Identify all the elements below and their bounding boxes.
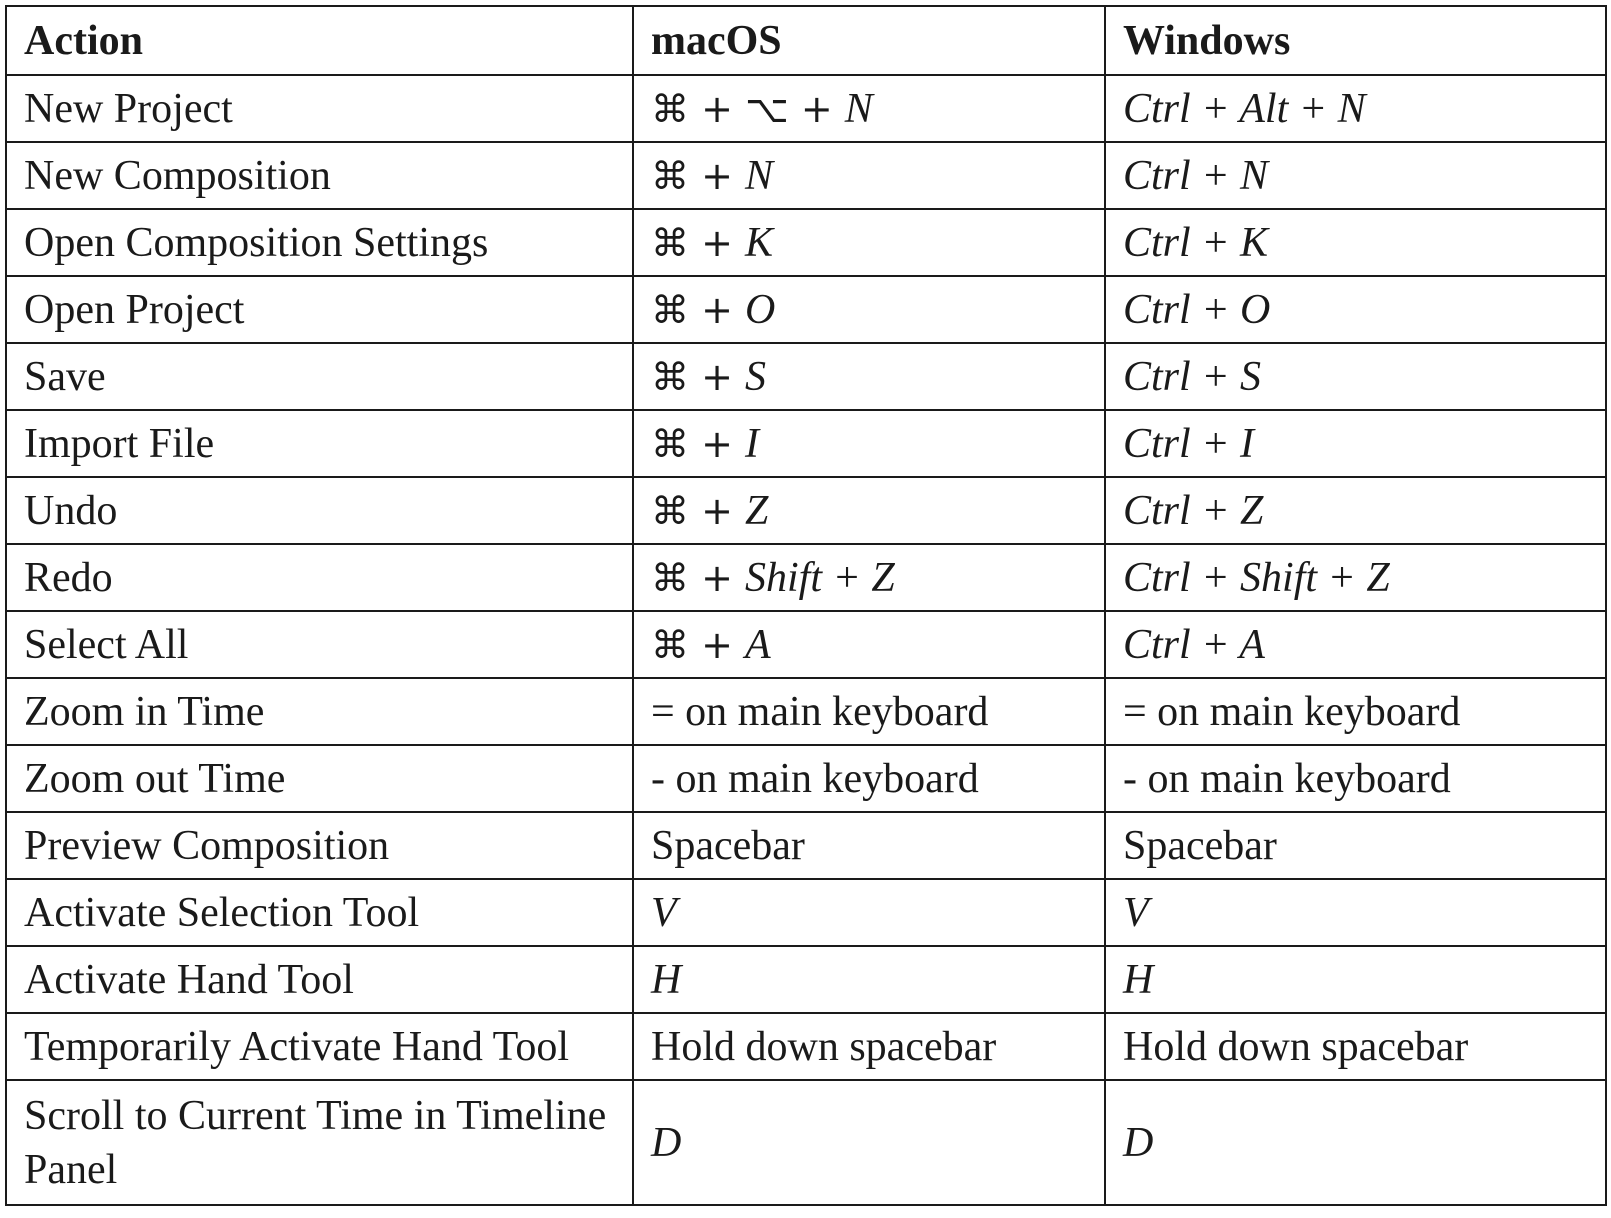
mac-shortcut-cell: ⌘ + I xyxy=(632,409,1106,478)
windows-shortcut-cell: - on main keyboard xyxy=(1104,744,1607,813)
header-macos: macOS xyxy=(632,5,1106,76)
action-cell: Scroll to Current Time in Timeline Panel xyxy=(5,1079,634,1206)
windows-shortcut-cell: Ctrl + Alt + N xyxy=(1104,74,1607,143)
mac-key: S xyxy=(745,353,766,400)
mac-key: K xyxy=(745,219,774,266)
windows-shortcut-cell: Ctrl + A xyxy=(1104,610,1607,679)
mac-shortcut-cell: ⌘ + A xyxy=(632,610,1106,679)
table-row: Zoom out Time - on main keyboard - on ma… xyxy=(5,744,1607,813)
action-cell: Save xyxy=(5,342,634,411)
header-action: Action xyxy=(5,5,634,76)
header-row: Action macOS Windows xyxy=(5,5,1607,76)
mac-shortcut-cell: Spacebar xyxy=(632,811,1106,880)
windows-shortcut-cell: Ctrl + K xyxy=(1104,208,1607,277)
mac-shortcut-cell: ⌘ + ⌥ + N xyxy=(632,74,1106,143)
mac-modifier-keys: ⌘ + xyxy=(651,220,745,265)
header-windows: Windows xyxy=(1104,5,1607,76)
mac-key: Shift + Z xyxy=(745,554,895,601)
table-row: Open Project ⌘ + O Ctrl + O xyxy=(5,275,1607,344)
action-cell: Import File xyxy=(5,409,634,478)
table-row: Redo ⌘ + Shift + Z Ctrl + Shift + Z xyxy=(5,543,1607,612)
action-cell: Temporarily Activate Hand Tool xyxy=(5,1012,634,1081)
mac-modifier-keys: ⌘ + xyxy=(651,354,745,399)
mac-key: N xyxy=(844,85,873,132)
table-row: New Composition ⌘ + N Ctrl + N xyxy=(5,141,1607,210)
mac-modifier-keys: ⌘ + xyxy=(651,287,745,332)
mac-shortcut-cell: ⌘ + Shift + Z xyxy=(632,543,1106,612)
windows-shortcut-cell: D xyxy=(1104,1079,1607,1206)
mac-modifier-keys: ⌘ + xyxy=(651,555,745,600)
mac-shortcut-cell: ⌘ + O xyxy=(632,275,1106,344)
table-row: Open Composition Settings ⌘ + K Ctrl + K xyxy=(5,208,1607,277)
mac-key: O xyxy=(745,286,776,333)
windows-shortcut-cell: Spacebar xyxy=(1104,811,1607,880)
windows-shortcut-cell: Ctrl + Z xyxy=(1104,476,1607,545)
action-cell: New Composition xyxy=(5,141,634,210)
mac-modifier-keys: ⌘ + xyxy=(651,622,745,667)
table-row: Select All ⌘ + A Ctrl + A xyxy=(5,610,1607,679)
windows-shortcut-cell: V xyxy=(1104,878,1607,947)
action-cell: Zoom out Time xyxy=(5,744,634,813)
action-cell: Undo xyxy=(5,476,634,545)
action-cell: Activate Selection Tool xyxy=(5,878,634,947)
table-row: Save ⌘ + S Ctrl + S xyxy=(5,342,1607,411)
action-cell: Activate Hand Tool xyxy=(5,945,634,1014)
action-cell: Preview Composition xyxy=(5,811,634,880)
mac-shortcut-cell: - on main keyboard xyxy=(632,744,1106,813)
action-cell: Open Composition Settings xyxy=(5,208,634,277)
mac-shortcut-cell: ⌘ + S xyxy=(632,342,1106,411)
mac-modifier-keys: ⌘ + xyxy=(651,488,745,533)
mac-shortcut-cell: ⌘ + Z xyxy=(632,476,1106,545)
mac-key: A xyxy=(745,621,771,668)
mac-key: I xyxy=(745,420,759,467)
table-row: Temporarily Activate Hand Tool Hold down… xyxy=(5,1012,1607,1081)
windows-shortcut-cell: Ctrl + O xyxy=(1104,275,1607,344)
action-cell: Select All xyxy=(5,610,634,679)
mac-modifier-keys: ⌘ + ⌥ + xyxy=(651,86,845,131)
mac-key: Z xyxy=(745,487,769,534)
mac-modifier-keys: ⌘ + xyxy=(651,153,745,198)
mac-shortcut-cell: ⌘ + K xyxy=(632,208,1106,277)
mac-shortcut-cell: ⌘ + N xyxy=(632,141,1106,210)
table-row: Scroll to Current Time in Timeline Panel… xyxy=(5,1079,1607,1206)
mac-key: N xyxy=(745,152,774,199)
windows-shortcut-cell: Hold down spacebar xyxy=(1104,1012,1607,1081)
mac-shortcut-cell: Hold down spacebar xyxy=(632,1012,1106,1081)
windows-shortcut-cell: Ctrl + Shift + Z xyxy=(1104,543,1607,612)
action-cell: New Project xyxy=(5,74,634,143)
mac-shortcut-cell: V xyxy=(632,878,1106,947)
table-row: Preview Composition Spacebar Spacebar xyxy=(5,811,1607,880)
action-cell: Redo xyxy=(5,543,634,612)
action-cell: Zoom in Time xyxy=(5,677,634,746)
mac-modifier-keys: ⌘ + xyxy=(651,421,745,466)
table-row: New Project ⌘ + ⌥ + N Ctrl + Alt + N xyxy=(5,74,1607,143)
action-cell: Open Project xyxy=(5,275,634,344)
windows-shortcut-cell: Ctrl + I xyxy=(1104,409,1607,478)
windows-shortcut-cell: Ctrl + N xyxy=(1104,141,1607,210)
mac-shortcut-cell: H xyxy=(632,945,1106,1014)
table-row: Import File ⌘ + I Ctrl + I xyxy=(5,409,1607,478)
table-row: Activate Hand Tool H H xyxy=(5,945,1607,1014)
windows-shortcut-cell: = on main keyboard xyxy=(1104,677,1607,746)
mac-shortcut-cell: = on main keyboard xyxy=(632,677,1106,746)
shortcuts-table: Action macOS Windows New Project ⌘ + ⌥ +… xyxy=(5,5,1607,1206)
table-row: Activate Selection Tool V V xyxy=(5,878,1607,947)
windows-shortcut-cell: Ctrl + S xyxy=(1104,342,1607,411)
mac-shortcut-cell: D xyxy=(632,1079,1106,1206)
windows-shortcut-cell: H xyxy=(1104,945,1607,1014)
table-row: Undo ⌘ + Z Ctrl + Z xyxy=(5,476,1607,545)
table-row: Zoom in Time = on main keyboard = on mai… xyxy=(5,677,1607,746)
